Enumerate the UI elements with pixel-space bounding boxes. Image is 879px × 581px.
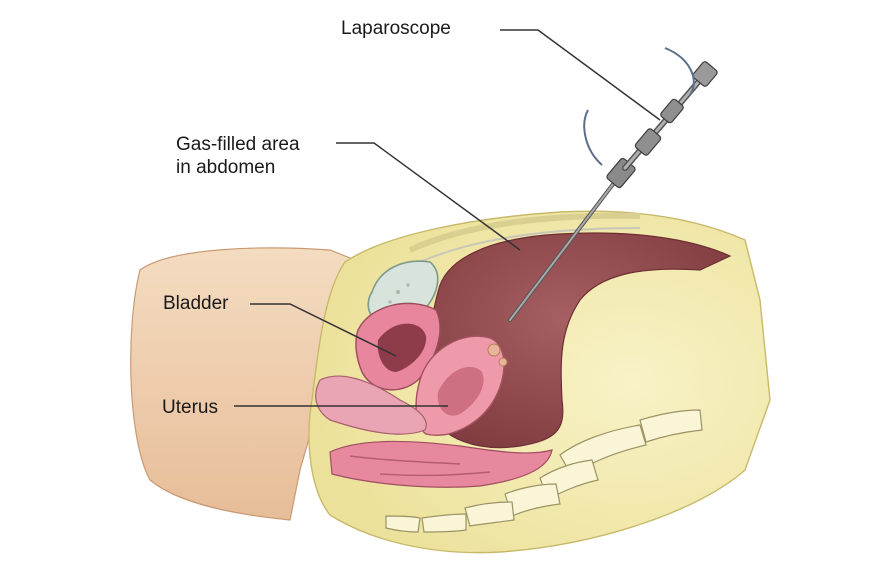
label-uterus-text: Uterus xyxy=(162,397,218,418)
leader-laparoscope xyxy=(500,29,661,121)
laparoscope-instrument xyxy=(508,47,718,322)
leader-bladder xyxy=(250,303,397,357)
sacrum xyxy=(385,409,703,533)
thigh-skin xyxy=(130,247,361,521)
lower-bowel xyxy=(329,440,553,488)
label-gas-line-2: in abdomen xyxy=(176,157,276,178)
label-bladder: Bladder xyxy=(163,292,229,315)
label-gas-filled-area: Gas-filled area in abdomen xyxy=(176,133,300,179)
label-bladder-text: Bladder xyxy=(163,293,229,314)
label-laparoscope-text: Laparoscope xyxy=(341,18,451,39)
leader-gas xyxy=(336,142,521,251)
label-gas-line-1: Gas-filled area xyxy=(176,134,300,155)
label-laparoscope: Laparoscope xyxy=(341,17,451,40)
leader-lines xyxy=(234,29,661,407)
label-uterus: Uterus xyxy=(162,396,218,419)
